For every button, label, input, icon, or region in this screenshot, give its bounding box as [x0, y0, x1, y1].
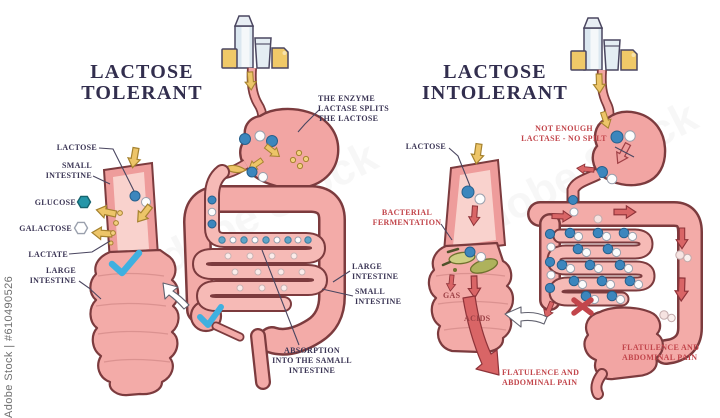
check-icon [197, 304, 224, 328]
dairy-products-icon [221, 15, 289, 69]
tolerant-pointer-lines [68, 109, 354, 346]
label-lactose: LACTOSE [56, 143, 97, 152]
flatulence-exit-arrow [462, 295, 500, 376]
absorbed-sugar-dots [207, 195, 312, 292]
intolerant-small-intestine-tube [427, 142, 515, 376]
label-acids: ACIDS [464, 314, 491, 323]
note-flatulence-center: FLATULENCE AND ABDOMINAL PAIN [502, 368, 580, 387]
tolerant-small-intestine-tube [73, 146, 180, 397]
label-large-intestine: LARGE INTESTINE [29, 266, 76, 285]
glucose-icon [76, 195, 92, 209]
intolerant-title: LACTOSE INTOLERANT [421, 61, 569, 105]
check-icon [108, 249, 143, 277]
note-absorption: ABSORPTION INTO THE SAMALL INTESTINE [272, 346, 352, 375]
lactose-entry-arrow [469, 142, 486, 166]
lactase-dots [108, 210, 123, 246]
label-lactose-right: LACTOSE [405, 142, 446, 151]
dairy-products-icon [570, 17, 638, 71]
duodenum [568, 169, 601, 208]
note-enzyme-splits: THE ENZYME LACTASE SPLITS THE LACTOSE [318, 94, 389, 123]
label-small-intestine: SMALL INTESTINE [45, 161, 92, 180]
note-not-enough-lactase: NOT ENOUGH LACTASE - NO SPILT [521, 124, 607, 143]
label-lactate: LACTATE [28, 250, 68, 259]
galactose-icon [73, 221, 89, 235]
split-lactose-dots [289, 149, 310, 170]
label-galactose: GALACTOSE [19, 224, 72, 233]
bacteria-icons [441, 247, 499, 274]
note-flatulence-right: FLATULENCE AND ABDOMINAL PAIN [622, 343, 700, 362]
note-large-intestine: LARGE INTESTINE [352, 262, 399, 281]
lactose-molecule-white [474, 193, 486, 205]
rectum [252, 330, 269, 388]
tolerant-body-figure [162, 15, 346, 390]
note-bacterial-fermentation: BACTERIAL FERMENTATION [372, 208, 442, 227]
note-small-intestine: SMALL INTESTINE [355, 287, 402, 306]
appendix [213, 323, 243, 340]
label-gas: GAS [443, 291, 461, 300]
continuation-arrow [504, 306, 548, 328]
continuation-arrow [162, 282, 190, 310]
cross-icon [571, 297, 594, 316]
intolerant-pointer-lines [440, 146, 635, 241]
label-glucose: GLUCOSE [34, 198, 76, 207]
tolerant-large-intestine [89, 248, 180, 397]
lactose-molecule-blue [129, 190, 141, 202]
lactose-molecule-blue [461, 185, 475, 199]
sigmoid-colon [583, 306, 664, 381]
tolerant-title: LACTOSE TOLERANT [81, 61, 203, 105]
intolerant-body-figure [504, 17, 703, 400]
undigested-lactose-molecules [544, 195, 692, 323]
stock-watermark: Adobe Stock | #610490526 [3, 275, 15, 418]
